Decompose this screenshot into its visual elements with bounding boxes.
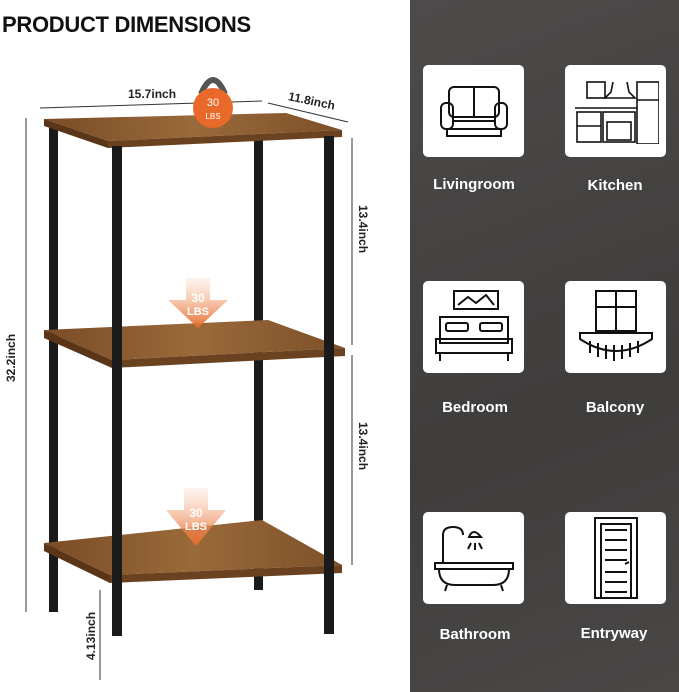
svg-text:LBS: LBS — [185, 521, 207, 533]
leg-front-right — [324, 136, 334, 634]
room-label: Balcony — [585, 399, 645, 416]
balcony-icon — [565, 281, 666, 373]
page-title: PRODUCT DIMENSIONS — [2, 12, 251, 37]
leg-front-left — [112, 146, 122, 636]
top-gap-label: 13.4inch — [356, 205, 370, 254]
shelf-top — [44, 113, 342, 148]
svg-text:LBS: LBS — [187, 306, 209, 318]
leg-back-right — [254, 138, 263, 590]
leg-height-label: 4.13inch — [84, 611, 98, 660]
svg-text:30: 30 — [191, 291, 205, 305]
room-label: Entryway — [580, 625, 648, 642]
kitchen-icon — [565, 65, 666, 157]
room-label: Bathroom — [439, 626, 511, 643]
height-label: 32.2inch — [4, 333, 18, 382]
bed-icon — [423, 281, 524, 373]
leg-back-left — [49, 124, 58, 612]
room-label: Bedroom — [442, 399, 508, 416]
sofa-icon — [423, 65, 524, 157]
room-usage-panel: Livingroom Kitchen Bedroom Balcony Bathr… — [410, 0, 679, 692]
bottom-gap-label: 13.4inch — [356, 422, 370, 471]
room-label: Livingroom — [433, 176, 515, 193]
svg-text:30: 30 — [189, 506, 203, 520]
shelf-middle — [44, 320, 345, 368]
svg-text:30: 30 — [207, 97, 219, 109]
bathtub-icon — [423, 512, 524, 604]
width-label: 15.7inch — [128, 87, 177, 101]
svg-text:LBS: LBS — [205, 112, 220, 121]
door-icon — [565, 512, 666, 604]
room-label: Kitchen — [587, 177, 643, 194]
